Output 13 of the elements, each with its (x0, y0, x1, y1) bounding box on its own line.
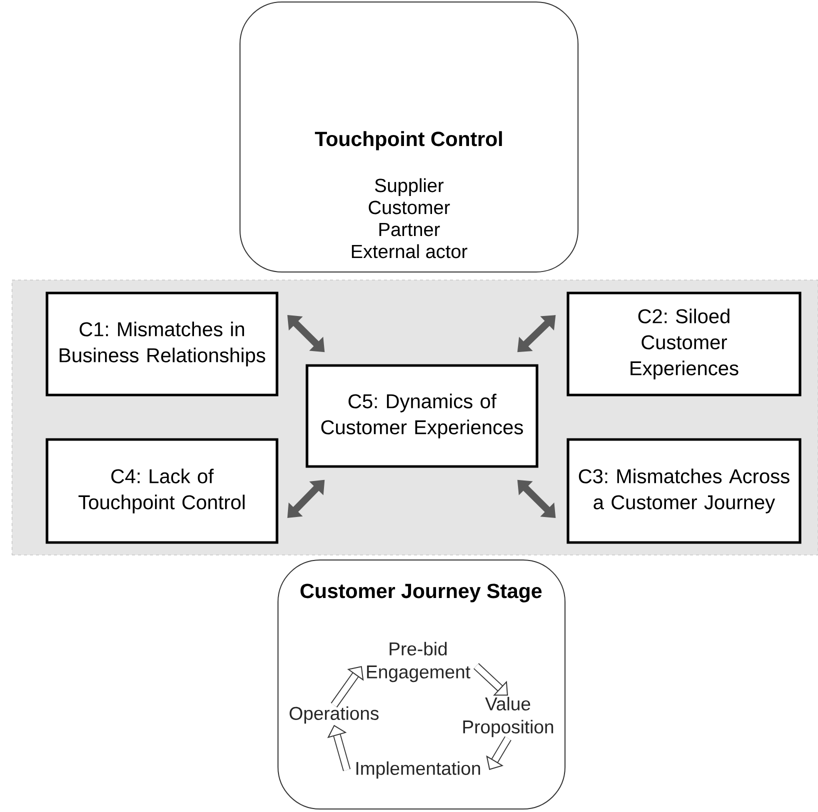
text-box: C1: Mismatches in Business Relationships (46, 292, 278, 396)
text-box: C2: Siloed Customer Experiences (566, 292, 802, 396)
text-box: C5: Dynamics of Customer Experiences (306, 364, 538, 468)
stage-label: Operations (290, 706, 379, 724)
rounded-box: Touchpoint Control Supplier Customer Partner External actor (240, 2, 578, 272)
block-arrow (474, 663, 508, 696)
stage-label: Value Proposition (463, 696, 554, 738)
stage-label: Implementation (356, 761, 480, 779)
block-arrow (486, 736, 512, 770)
text-box: C4: Lack of Touchpoint Control (46, 438, 278, 544)
stage-label: Pre-bid Engagement (367, 642, 470, 682)
text-box: C3: Mismatches Across a Customer Journey (566, 438, 802, 544)
block-arrow (330, 666, 364, 708)
